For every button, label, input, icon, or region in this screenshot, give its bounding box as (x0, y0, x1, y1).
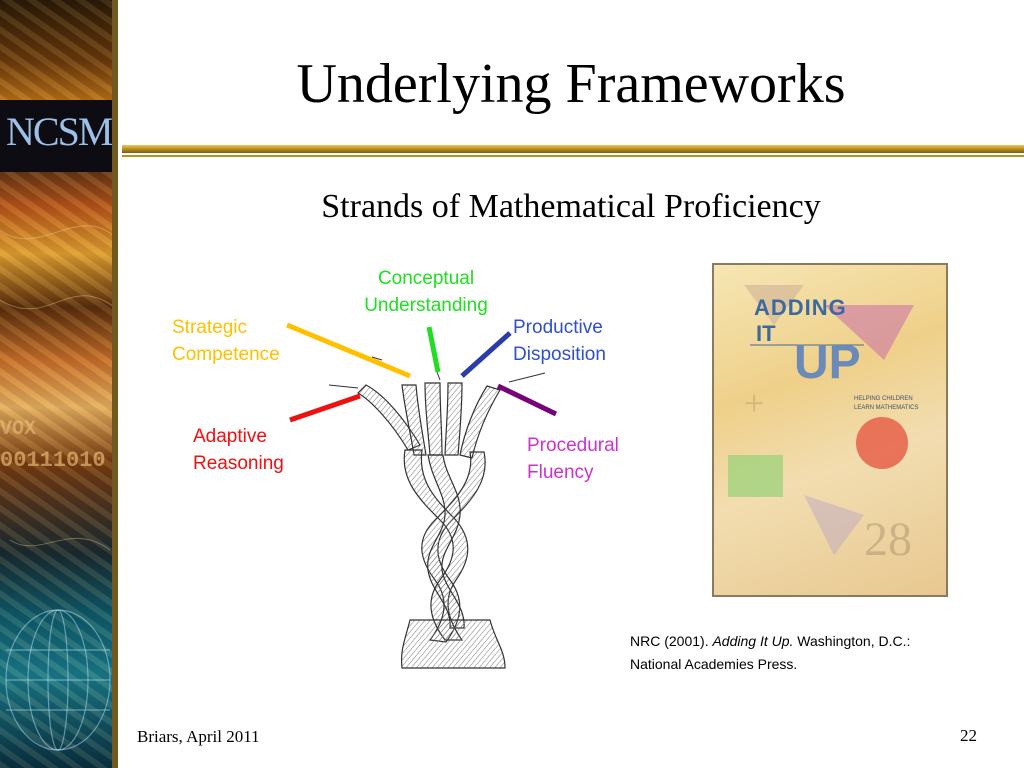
label-line: Procedural (527, 435, 619, 456)
book-cover-art: 28 + (728, 285, 914, 566)
citation-line2: National Academies Press. (630, 656, 798, 672)
rope-upper-strands (357, 382, 501, 459)
pointer-productive (460, 331, 512, 378)
pointer-conceptual (426, 326, 441, 373)
label-productive-disposition: Productive Disposition (513, 314, 606, 368)
rope-braid (400, 449, 506, 669)
citation-line1: NRC (2001). Adding It Up. Washington, D.… (630, 630, 910, 653)
citation-book-title: Adding It Up. (712, 633, 794, 649)
label-line: Adaptive (193, 426, 267, 447)
sidebar-edge (112, 0, 118, 768)
ncsm-logo: NCSM (6, 109, 113, 154)
label-line: Reasoning (193, 453, 284, 474)
book-title-line3: UP (794, 336, 861, 389)
book-title-line2: IT (756, 321, 776, 346)
pointer-procedural (496, 383, 558, 417)
label-procedural-fluency: Procedural Fluency (527, 432, 619, 486)
citation: NRC (2001). Adding It Up. Washington, D.… (630, 630, 910, 676)
label-line: Productive (513, 317, 603, 338)
citation-suffix: Washington, D.C.: (793, 633, 911, 649)
label-line: Understanding (364, 295, 488, 316)
citation-prefix: NRC (2001). (630, 633, 713, 649)
title-rule-thin (122, 155, 1024, 157)
rope-tip-lines (328, 356, 546, 389)
label-line: Conceptual (377, 268, 475, 289)
label-strategic-competence: Strategic Competence (172, 314, 280, 368)
sidebar-vox-text: VOX (0, 418, 37, 441)
pointer-adaptive (289, 393, 361, 423)
slide-title: Underlying Frameworks (296, 53, 846, 115)
slide-subtitle: Strands of Mathematical Proficiency (321, 188, 821, 225)
strand-pointer-lines (286, 322, 558, 423)
book-title-line1: ADDING (754, 295, 847, 320)
pointer-strategic (286, 322, 411, 379)
label-line: Disposition (513, 344, 606, 365)
sidebar-binary-text: 00111010 (0, 448, 106, 473)
slide-number: 22 (960, 726, 977, 745)
label-line: Strategic (172, 317, 247, 338)
logo-background (0, 100, 112, 172)
label-adaptive-reasoning: Adaptive Reasoning (193, 423, 284, 477)
title-rule (122, 145, 1024, 153)
label-conceptual-understanding: Conceptual Understanding (346, 265, 506, 319)
footer-author-date: Briars, April 2011 (137, 727, 260, 746)
book-subtitle: HELPING CHILDREN LEARN MATHEMATICS (854, 396, 919, 411)
sidebar-artwork: VOX 00111010 NCSM (0, 0, 118, 768)
sidebar-globe-graphic (0, 225, 118, 751)
label-line: Competence (172, 344, 280, 365)
book-cover-adding-it-up: 28 + ADDING IT UP HELPING CHILDREN LEARN… (712, 263, 948, 597)
label-line: Fluency (527, 462, 594, 483)
svg-text:28: 28 (864, 513, 912, 566)
svg-text:+: + (744, 383, 764, 423)
